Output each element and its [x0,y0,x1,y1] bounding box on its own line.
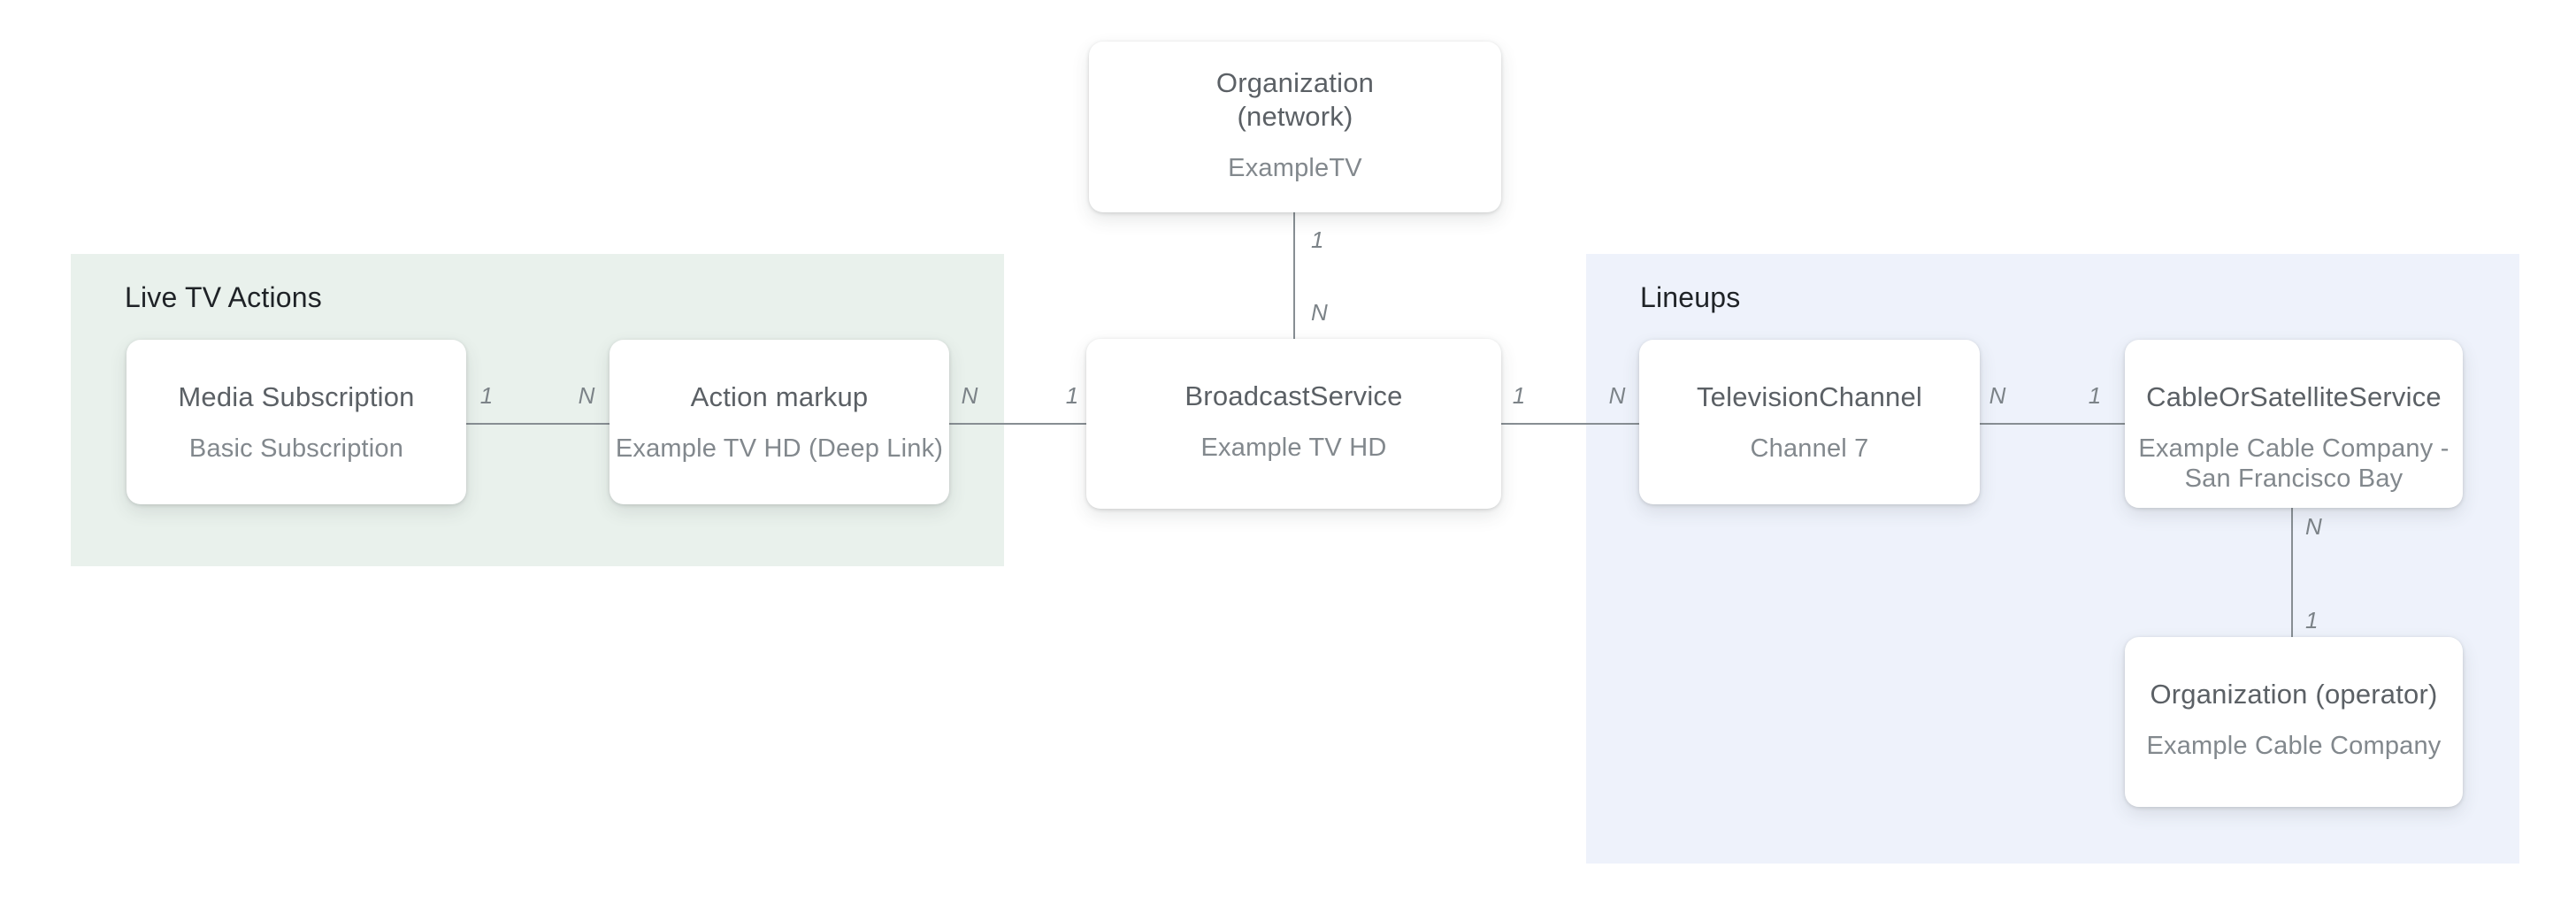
edge-network-broadcast-line [1293,212,1295,340]
node-subtitle: Basic Subscription [188,434,404,463]
node-organization-network: Organization (network) ExampleTV [1089,42,1501,212]
region-live-tv-actions-label: Live TV Actions [125,281,322,313]
node-title: TelevisionChannel [1696,381,1922,412]
edge-action-broadcast-line [948,423,1086,425]
node-subtitle: Example TV HD (Deep Link) [615,434,944,463]
edge-channel-cable-to-label: 1 [2088,382,2102,409]
edge-cable-operator-line [2291,508,2293,637]
node-title: Media Subscription [178,381,415,412]
node-subtitle: Example Cable Company [2146,732,2442,760]
node-television-channel: TelevisionChannel Channel 7 [1639,340,1980,504]
edge-broadcast-channel-to-label: N [1608,382,1626,409]
edge-media-action-to-label: N [578,382,595,409]
edge-network-broadcast-to-label: N [1311,299,1328,326]
node-media-subscription: Media Subscription Basic Subscription [126,340,466,504]
node-action-markup: Action markup Example TV HD (Deep Link) [610,340,949,504]
edge-action-broadcast-to-label: 1 [1065,382,1079,409]
edge-media-action-line [466,423,610,425]
edge-broadcast-channel-line [1501,423,1639,425]
node-title: Action markup [690,381,869,412]
node-organization-operator: Organization (operator) Example Cable Co… [2125,637,2463,807]
node-subtitle: ExampleTV [1228,154,1362,182]
node-subtitle: Channel 7 [1750,434,1869,463]
node-title: BroadcastService [1184,380,1403,411]
edge-broadcast-channel-from-label: 1 [1512,382,1526,409]
node-subtitle: Example Cable Company - San Francisco Ba… [2138,434,2450,493]
edge-cable-operator-to-label: 1 [2305,607,2319,633]
node-cable-or-satellite-service: CableOrSatelliteService Example Cable Co… [2125,340,2463,508]
region-lineups-label: Lineups [1640,281,1741,313]
edge-media-action-from-label: 1 [479,382,494,409]
edge-cable-operator-from-label: N [2305,513,2322,540]
edge-network-broadcast-from-label: 1 [1311,226,1324,253]
edge-action-broadcast-from-label: N [961,382,978,409]
node-subtitle: Example TV HD [1200,434,1387,462]
edge-channel-cable-from-label: N [1989,382,2006,409]
node-title: Organization (operator) [2150,679,2438,710]
edge-channel-cable-line [1980,423,2125,425]
node-broadcast-service: BroadcastService Example TV HD [1086,339,1501,509]
node-title: CableOrSatelliteService [2146,381,2442,412]
node-title: Organization (network) [1215,67,1375,132]
